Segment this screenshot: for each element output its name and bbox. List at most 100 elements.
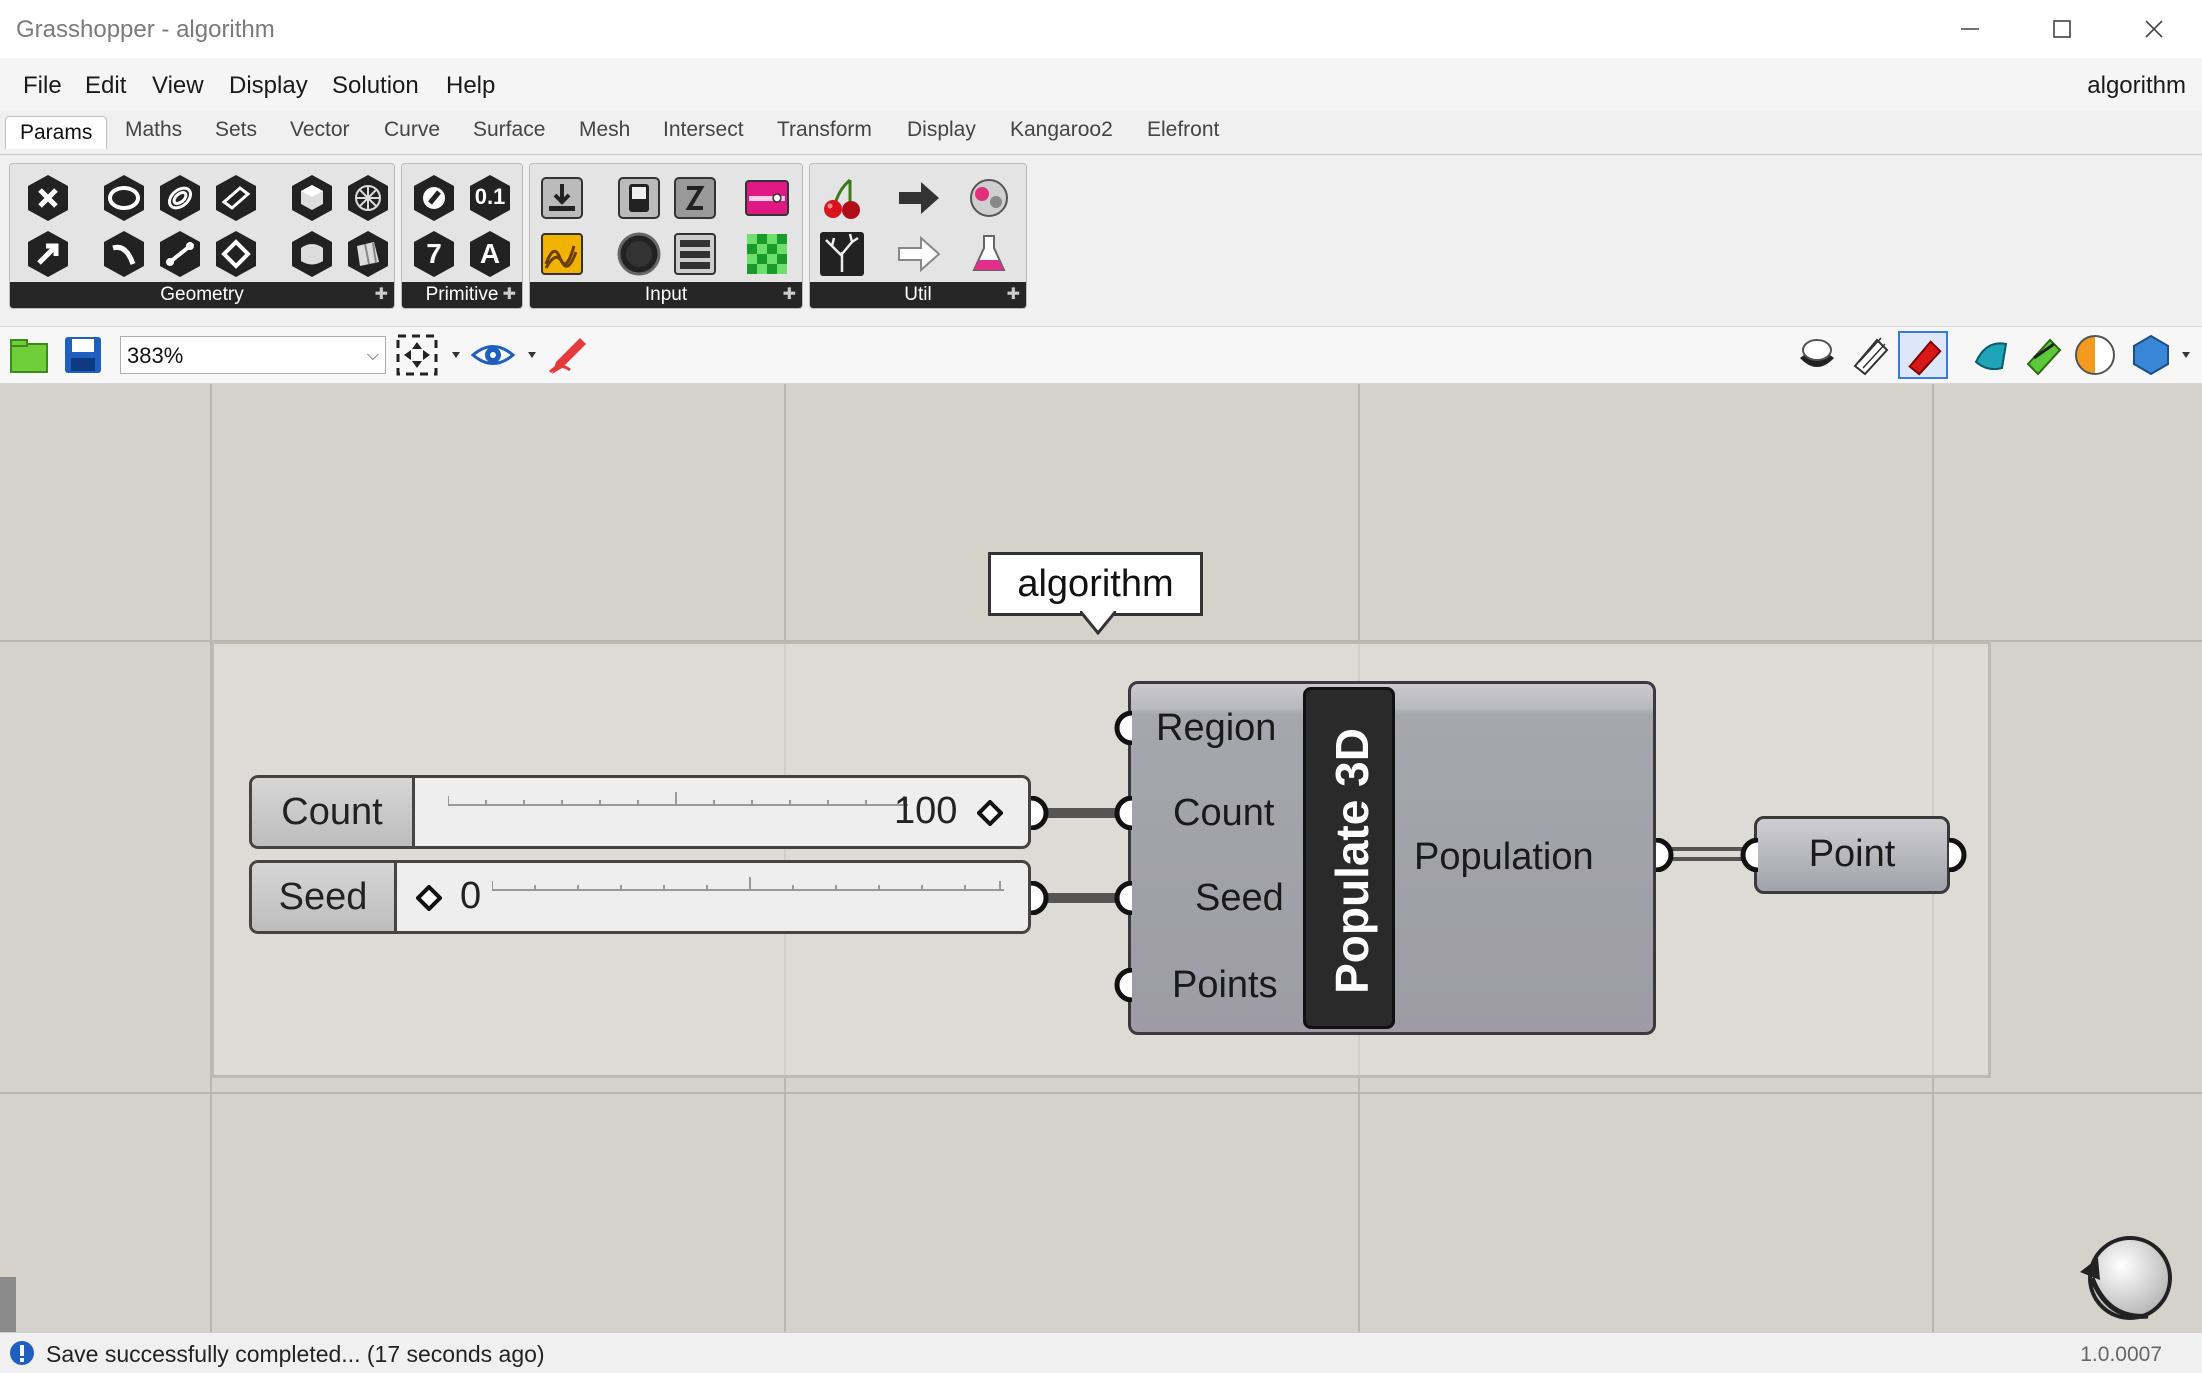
menu-view[interactable]: View xyxy=(152,72,204,99)
data-input-icon[interactable] xyxy=(536,172,588,224)
grasshopper-canvas[interactable]: algorithm Count 100 Seed 0 Region Cou xyxy=(0,384,2202,1332)
dropdown-arrow-icon[interactable] xyxy=(2180,349,2192,361)
flask-icon[interactable] xyxy=(963,228,1015,280)
preview-selected-button[interactable] xyxy=(1898,331,1948,379)
zoom-extents-icon[interactable] xyxy=(394,332,440,378)
minimize-button[interactable] xyxy=(1924,0,2016,58)
preview-selected-icon xyxy=(1908,340,1942,376)
line-param-icon[interactable] xyxy=(154,228,206,280)
maximize-button[interactable] xyxy=(2016,0,2108,58)
point-output-port[interactable] xyxy=(1949,838,1971,872)
count-slider-track[interactable] xyxy=(448,792,908,806)
galapagos-icon[interactable] xyxy=(963,172,1015,224)
panel-primitive-label[interactable]: Primitive✚ xyxy=(402,282,522,308)
component-nickname: Populate 3D xyxy=(1326,728,1378,994)
surface-param-icon[interactable] xyxy=(342,228,394,280)
tab-params[interactable]: Params xyxy=(5,116,108,149)
panel-geometry-label[interactable]: Geometry✚ xyxy=(10,282,394,308)
tab-intersect[interactable]: Intersect xyxy=(663,118,744,141)
panel-primitive-title: Primitive xyxy=(425,284,499,305)
save-file-icon[interactable] xyxy=(60,332,106,378)
seed-slider-track[interactable] xyxy=(492,877,1004,891)
preview-shaded-icon[interactable] xyxy=(1847,332,1893,378)
digit-scroller-icon[interactable] xyxy=(669,172,721,224)
document-name: algorithm xyxy=(2087,72,2186,99)
panel-util-label[interactable]: Util✚ xyxy=(810,282,1026,308)
count-slider[interactable]: Count 100 xyxy=(249,775,1031,849)
tab-mesh[interactable]: Mesh xyxy=(579,118,631,141)
input-port-count[interactable] xyxy=(1110,796,1132,830)
canvas-scroll-indicator[interactable] xyxy=(0,1277,16,1332)
input-port-region[interactable] xyxy=(1110,711,1132,745)
menu-help[interactable]: Help xyxy=(446,72,496,99)
slider-grip-icon[interactable] xyxy=(977,800,1003,826)
point-parameter[interactable]: Point xyxy=(1754,816,1950,894)
title-bar: Grasshopper - algorithm xyxy=(0,0,2202,59)
material-sphere-icon[interactable] xyxy=(2072,332,2118,378)
mesh-param-icon[interactable] xyxy=(342,172,394,224)
tab-transform[interactable]: Transform xyxy=(777,118,872,141)
point-input-port[interactable] xyxy=(1736,838,1758,872)
menu-edit[interactable]: Edit xyxy=(85,72,127,99)
input-port-points[interactable] xyxy=(1110,968,1132,1002)
close-button[interactable] xyxy=(2108,0,2200,58)
text-param-icon[interactable]: A xyxy=(464,228,516,280)
menu-file[interactable]: File xyxy=(23,72,62,99)
panel-input-label[interactable]: Input✚ xyxy=(530,282,802,308)
dropdown-arrow-icon[interactable] xyxy=(450,349,462,361)
tab-surface[interactable]: Surface xyxy=(473,118,546,141)
count-slider-output-port[interactable] xyxy=(1031,796,1053,830)
fitness-landscape-icon[interactable] xyxy=(816,228,868,280)
preview-wireframe-icon[interactable] xyxy=(1794,332,1840,378)
cherry-picker-icon[interactable] xyxy=(816,172,868,224)
group-label[interactable]: algorithm xyxy=(988,552,1203,616)
tab-sets[interactable]: Sets xyxy=(215,118,258,141)
menu-solution[interactable]: Solution xyxy=(332,72,419,99)
integer-param-icon[interactable]: 7 xyxy=(408,228,460,280)
tab-curve[interactable]: Curve xyxy=(384,118,441,141)
boolean-param-icon[interactable] xyxy=(408,172,460,224)
curve-param-icon[interactable] xyxy=(98,228,150,280)
input-port-seed[interactable] xyxy=(1110,881,1132,915)
output-port-population[interactable] xyxy=(1656,838,1678,872)
arc-param-icon[interactable] xyxy=(154,172,206,224)
jump-arrow-icon[interactable] xyxy=(893,172,945,224)
dropdown-arrow-icon[interactable] xyxy=(526,349,538,361)
graph-mapper-icon[interactable] xyxy=(536,228,588,280)
preview-eye-icon[interactable] xyxy=(470,332,516,378)
zoom-select[interactable]: 383% ⌵ xyxy=(120,336,386,374)
tab-kangaroo2[interactable]: Kangaroo2 xyxy=(1010,118,1113,141)
slider-grip-icon[interactable] xyxy=(416,885,442,911)
button-object-icon[interactable] xyxy=(613,228,665,280)
group-label-pointer-icon xyxy=(1080,611,1116,635)
boolean-toggle-icon[interactable] xyxy=(613,172,665,224)
open-file-icon[interactable] xyxy=(6,332,52,378)
tab-elefront[interactable]: Elefront xyxy=(1147,118,1220,141)
tab-vector[interactable]: Vector xyxy=(290,118,350,141)
gradient-icon[interactable] xyxy=(741,172,793,224)
canvas-navigator-icon[interactable] xyxy=(2078,1228,2176,1326)
menu-bar: File Edit View Display Solution Help alg… xyxy=(0,58,2202,110)
circle-param-icon[interactable] xyxy=(98,172,150,224)
selected-preview-icon[interactable] xyxy=(2020,332,2066,378)
relay-arrow-icon[interactable] xyxy=(893,228,945,280)
sketch-pen-icon[interactable] xyxy=(546,332,592,378)
seed-slider[interactable]: Seed 0 xyxy=(249,860,1031,934)
number-param-icon[interactable]: 0.1 xyxy=(464,172,516,224)
tab-maths[interactable]: Maths xyxy=(125,118,183,141)
value-list-icon[interactable] xyxy=(669,228,721,280)
plane-param-icon[interactable] xyxy=(210,172,262,224)
preview-mesh-settings-icon[interactable] xyxy=(2128,332,2174,378)
rectangle-param-icon[interactable] xyxy=(210,228,262,280)
document-preview-icon[interactable] xyxy=(1968,332,2014,378)
tab-display[interactable]: Display xyxy=(907,118,976,141)
vector-param-icon[interactable] xyxy=(22,228,74,280)
seed-slider-output-port[interactable] xyxy=(1031,881,1053,915)
geometry-param-icon[interactable] xyxy=(22,172,74,224)
info-icon[interactable] xyxy=(8,1339,36,1367)
menu-display[interactable]: Display xyxy=(229,72,308,99)
image-sampler-icon[interactable] xyxy=(741,228,793,280)
minimize-icon xyxy=(1961,28,1979,30)
brep-param-icon[interactable] xyxy=(286,228,338,280)
box-param-icon[interactable] xyxy=(286,172,338,224)
